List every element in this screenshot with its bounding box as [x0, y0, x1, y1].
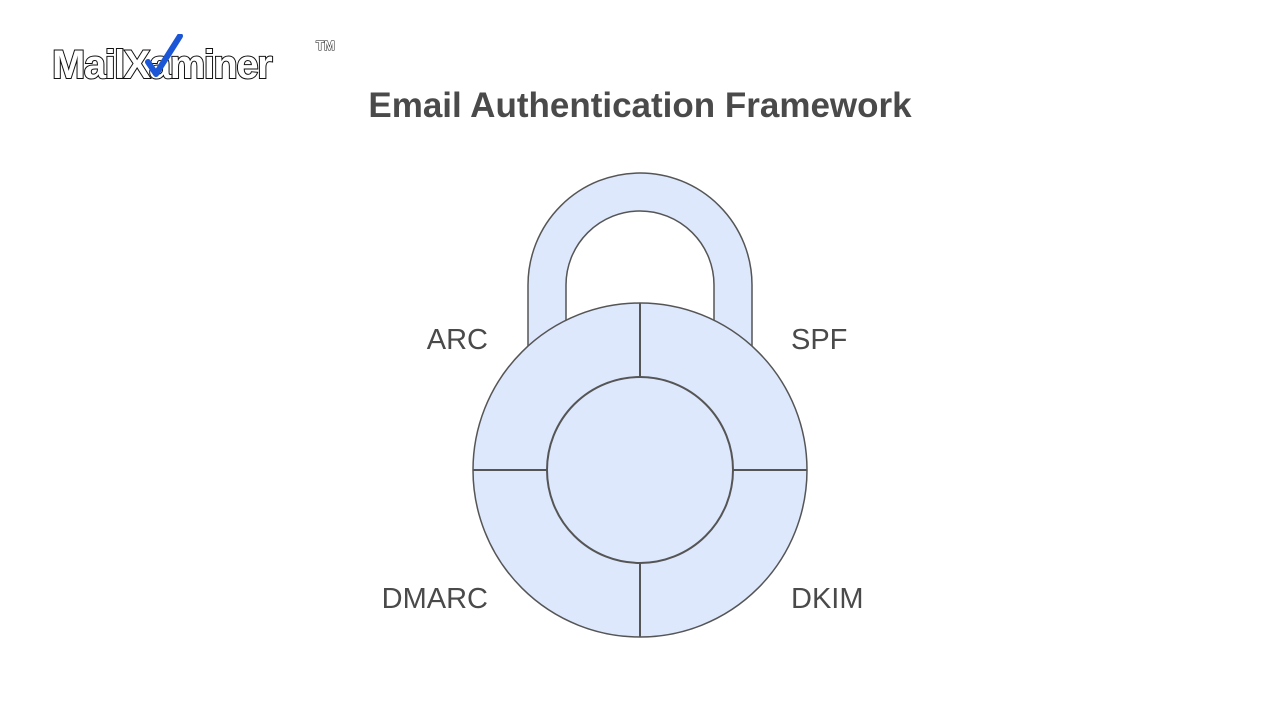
- lock-core: [546, 376, 734, 564]
- logo-trademark: TM: [316, 38, 335, 53]
- label-dkim: DKIM: [791, 583, 864, 615]
- logo-check-icon: [145, 34, 183, 77]
- label-dmarc: DMARC: [382, 583, 488, 615]
- mailxaminer-logo: MailXaminer TM: [52, 34, 335, 84]
- svg-text:MailXaminer: MailXaminer: [52, 43, 272, 84]
- label-arc: ARC: [427, 324, 488, 356]
- logo-text-mail: Mail: [52, 43, 124, 84]
- page-title: Email Authentication Framework: [368, 86, 912, 125]
- label-spf: SPF: [791, 324, 847, 356]
- logo-text-aminer: aminer: [149, 43, 272, 84]
